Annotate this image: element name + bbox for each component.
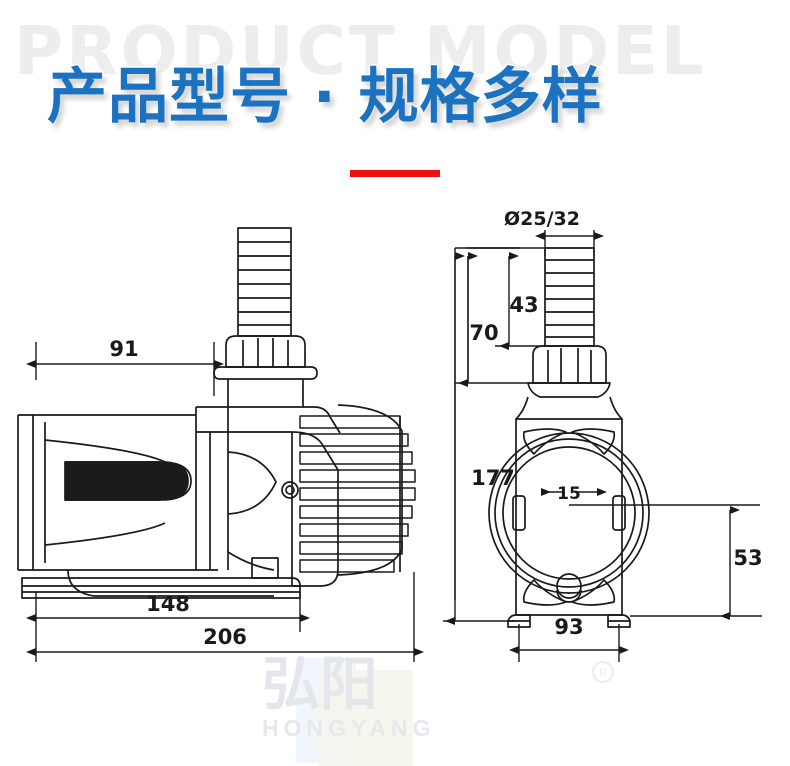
watermark-product-model: PRODUCT MODEL	[14, 12, 707, 90]
watermark-tint-green	[318, 670, 413, 766]
dim-label-43: 43	[509, 293, 538, 317]
technical-drawing-area: 91 148 206 Ø25/32 43 70 177 53 93 15 弘阳 …	[0, 200, 790, 766]
dim-label-206: 206	[203, 625, 247, 649]
side-view-geometry	[17, 227, 416, 599]
dim-label-70: 70	[469, 321, 498, 345]
dim-label-91: 91	[109, 337, 138, 361]
drawing-svg: 91 148 206 Ø25/32 43 70 177 53 93 15	[17, 208, 763, 662]
page-title: 产品型号 · 规格多样	[46, 62, 604, 132]
side-view-dimensions	[26, 342, 424, 662]
front-view-geometry	[488, 247, 650, 628]
dim-label-53: 53	[733, 546, 762, 570]
dim-label-177: 177	[471, 466, 515, 490]
dim-label-93: 93	[554, 615, 583, 639]
page-header: PRODUCT MODEL 产品型号 · 规格多样	[0, 0, 790, 200]
title-underline	[350, 170, 440, 177]
dim-label-148: 148	[146, 592, 190, 616]
dim-label-diameter: Ø25/32	[504, 208, 580, 230]
dim-label-15: 15	[557, 484, 581, 504]
front-view-dimensions	[443, 230, 762, 662]
